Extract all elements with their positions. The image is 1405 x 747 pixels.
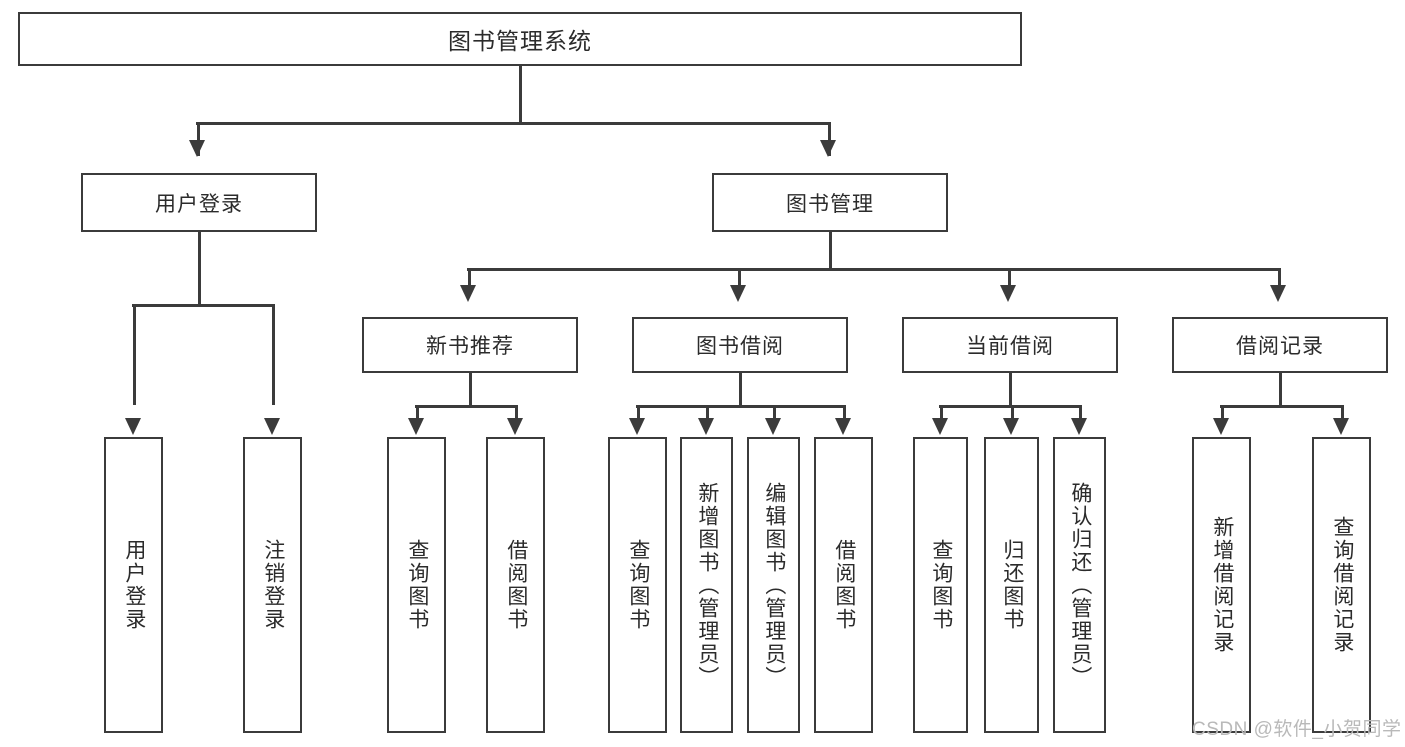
connector-arrowhead-icon (189, 140, 205, 157)
connector-arrowhead-icon (730, 285, 746, 302)
connector-arrowhead-icon (932, 418, 948, 435)
connector-vertical (196, 122, 200, 156)
connector-arrowhead-icon (835, 418, 851, 435)
node-l_2[interactable]: 查询图书 (387, 437, 446, 733)
connector-vertical (827, 122, 831, 156)
connector-vertical (1278, 373, 1282, 405)
connector-horizontal (196, 122, 829, 125)
connector-vertical (1340, 405, 1344, 418)
connector-vertical (1010, 405, 1014, 418)
node-l_11[interactable]: 新增借阅记录 (1192, 437, 1251, 733)
node-label: 借阅记录 (1236, 335, 1324, 358)
connector-horizontal (1220, 405, 1341, 408)
connector-arrowhead-icon (408, 418, 424, 435)
node-l_12[interactable]: 查询借阅记录 (1312, 437, 1371, 733)
connector-vertical (467, 268, 471, 289)
node-l_1[interactable]: 注销登录 (243, 437, 302, 733)
connector-vertical (197, 232, 201, 304)
connector-horizontal (132, 304, 272, 307)
node-label: 新书推荐 (426, 335, 514, 358)
node-label: 图书管理系统 (448, 28, 592, 54)
connector-vertical (772, 405, 776, 418)
connector-vertical (842, 405, 846, 418)
connector-vertical (738, 373, 742, 405)
node-label: 编辑图书（管理员） (762, 481, 786, 689)
connector-vertical (705, 405, 709, 418)
connector-vertical (1008, 373, 1012, 405)
node-label: 用户登录 (155, 192, 243, 216)
node-l_5[interactable]: 新增图书（管理员） (680, 437, 733, 733)
node-t3_0[interactable]: 新书推荐 (362, 317, 578, 373)
node-label: 归还图书 (1000, 539, 1024, 631)
connector-vertical (132, 304, 136, 405)
connector-vertical (1220, 405, 1224, 418)
node-l_9[interactable]: 归还图书 (984, 437, 1039, 733)
connector-arrowhead-icon (460, 285, 476, 302)
connector-horizontal (636, 405, 843, 408)
connector-arrowhead-icon (1071, 418, 1087, 435)
connector-arrowhead-icon (1000, 285, 1016, 302)
connector-vertical (415, 405, 419, 418)
node-label: 查询图书 (929, 539, 953, 631)
node-label: 图书借阅 (696, 335, 784, 358)
connector-arrowhead-icon (1270, 285, 1286, 302)
connector-vertical (1007, 268, 1011, 289)
connector-vertical (828, 232, 832, 268)
node-t2_0[interactable]: 用户登录 (81, 173, 317, 232)
node-l_0[interactable]: 用户登录 (104, 437, 163, 733)
connector-vertical (468, 373, 472, 405)
connector-horizontal (467, 268, 1279, 271)
connector-arrowhead-icon (698, 418, 714, 435)
connector-arrowhead-icon (125, 418, 141, 435)
connector-arrowhead-icon (1003, 418, 1019, 435)
node-l_7[interactable]: 借阅图书 (814, 437, 873, 733)
node-label: 注销登录 (261, 539, 285, 631)
node-l_4[interactable]: 查询图书 (608, 437, 667, 733)
connector-vertical (1078, 405, 1082, 418)
node-label: 查询借阅记录 (1330, 516, 1354, 654)
node-label: 新增借阅记录 (1210, 516, 1234, 654)
connector-arrowhead-icon (1213, 418, 1229, 435)
node-label: 借阅图书 (504, 539, 528, 631)
node-label: 借阅图书 (832, 539, 856, 631)
connector-vertical (737, 268, 741, 289)
node-label: 查询图书 (626, 539, 650, 631)
node-label: 查询图书 (405, 539, 429, 631)
node-root[interactable]: 图书管理系统 (18, 12, 1022, 66)
connector-horizontal (939, 405, 1079, 408)
connector-vertical (636, 405, 640, 418)
connector-arrowhead-icon (507, 418, 523, 435)
connector-horizontal (415, 405, 515, 408)
connector-arrowhead-icon (1333, 418, 1349, 435)
node-l_10[interactable]: 确认归还（管理员） (1053, 437, 1106, 733)
connector-vertical (271, 304, 275, 405)
connector-arrowhead-icon (765, 418, 781, 435)
connector-arrowhead-icon (264, 418, 280, 435)
connector-vertical (1277, 268, 1281, 289)
node-l_8[interactable]: 查询图书 (913, 437, 968, 733)
node-l_3[interactable]: 借阅图书 (486, 437, 545, 733)
node-label: 用户登录 (122, 539, 146, 631)
node-label: 当前借阅 (966, 335, 1054, 358)
node-t3_2[interactable]: 当前借阅 (902, 317, 1118, 373)
node-label: 确认归还（管理员） (1068, 481, 1092, 689)
node-t2_1[interactable]: 图书管理 (712, 173, 948, 232)
node-label: 新增图书（管理员） (695, 481, 719, 689)
node-t3_3[interactable]: 借阅记录 (1172, 317, 1388, 373)
node-l_6[interactable]: 编辑图书（管理员） (747, 437, 800, 733)
connector-arrowhead-icon (820, 140, 836, 157)
node-label: 图书管理 (786, 192, 874, 216)
connector-vertical (518, 66, 522, 122)
connector-vertical (514, 405, 518, 418)
connector-vertical (939, 405, 943, 418)
node-t3_1[interactable]: 图书借阅 (632, 317, 848, 373)
connector-arrowhead-icon (629, 418, 645, 435)
